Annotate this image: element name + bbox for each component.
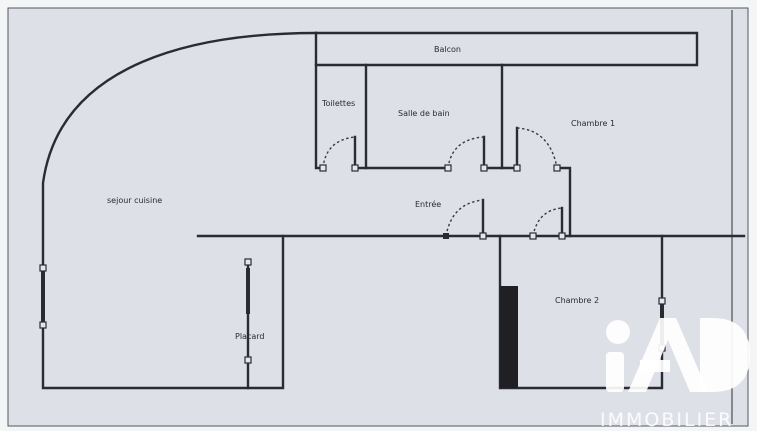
label-chambre-2: Chambre 2 — [555, 296, 599, 305]
salle-de-bain-door-swing — [447, 136, 485, 169]
iad-logo-watermark: IMMOBILIER — [600, 318, 750, 431]
chambre1-bottom-wall — [555, 166, 572, 238]
label-entree: Entrée — [415, 199, 441, 209]
entree-door-swing — [445, 199, 484, 237]
room-labels: Balcon Toilettes Salle de bain Chambre 1… — [107, 45, 615, 341]
chambre1-door-jamb — [482, 126, 519, 170]
door-swings — [322, 127, 563, 237]
chambre2-closet — [500, 286, 518, 388]
balcon-walls — [314, 31, 699, 67]
label-chambre-1: Chambre 1 — [571, 119, 615, 128]
label-balcon: Balcon — [434, 45, 461, 54]
walls — [41, 31, 746, 390]
label-toilettes: Toilettes — [321, 99, 355, 108]
sejour-outer-wall — [41, 31, 318, 390]
chambre1-door-swing — [516, 127, 558, 169]
label-sejour-cuisine: sejour cuisine — [107, 196, 162, 205]
watermark-text: IMMOBILIER — [600, 409, 733, 431]
paper-sheet — [7, 7, 749, 427]
label-placard: Placard — [235, 332, 264, 341]
label-salle-de-bain: Salle de bain — [398, 109, 450, 118]
chambre2-door-swing — [532, 207, 563, 237]
